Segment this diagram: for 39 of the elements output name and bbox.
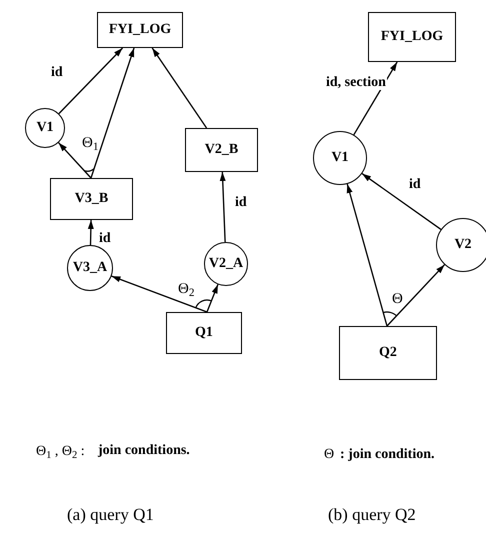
node-label: Q2	[379, 346, 397, 360]
legend-note: Θ	[324, 448, 334, 462]
arrow	[206, 284, 218, 312]
arrow	[88, 220, 94, 246]
arrow	[362, 173, 442, 230]
legend-note: Θ$_{1}$ , Θ$_{2}$ :	[36, 445, 85, 459]
table-box	[50, 178, 133, 220]
table-box	[166, 312, 242, 354]
node-label: V2	[454, 238, 472, 252]
angle-label: Θ$_{2}$	[178, 282, 194, 297]
table-box	[97, 12, 183, 48]
arrow	[58, 142, 92, 178]
angle-label: Θ	[392, 292, 403, 307]
node-label: V2_A	[208, 257, 244, 271]
arrow	[152, 48, 208, 128]
arrow	[346, 184, 388, 326]
edge-label: id, section	[325, 76, 387, 90]
arrow	[220, 172, 226, 242]
node-label: Q1	[195, 326, 213, 340]
node-label: V2_B	[204, 143, 238, 157]
node-label: V1	[331, 151, 349, 165]
arrow	[386, 264, 445, 326]
arrow	[111, 275, 208, 313]
arrow	[90, 48, 135, 178]
table-box	[339, 326, 437, 380]
arrow	[58, 48, 124, 114]
angle-label: Θ$_{1}$	[82, 136, 98, 151]
subcaption: (b) query Q2	[328, 506, 416, 523]
arrow	[353, 62, 398, 136]
legend-note: join conditions.	[98, 444, 190, 458]
node-label: FYI_LOG	[108, 23, 172, 37]
legend-note: : join condition.	[340, 448, 435, 462]
subcaption: (a) query Q1	[67, 506, 154, 523]
node-label: V1	[36, 121, 54, 135]
table-box	[368, 12, 456, 62]
node-label: V3_B	[74, 192, 108, 206]
node-label: V3_A	[72, 261, 108, 275]
node-label: FYI_LOG	[380, 30, 444, 44]
table-box	[185, 128, 258, 172]
